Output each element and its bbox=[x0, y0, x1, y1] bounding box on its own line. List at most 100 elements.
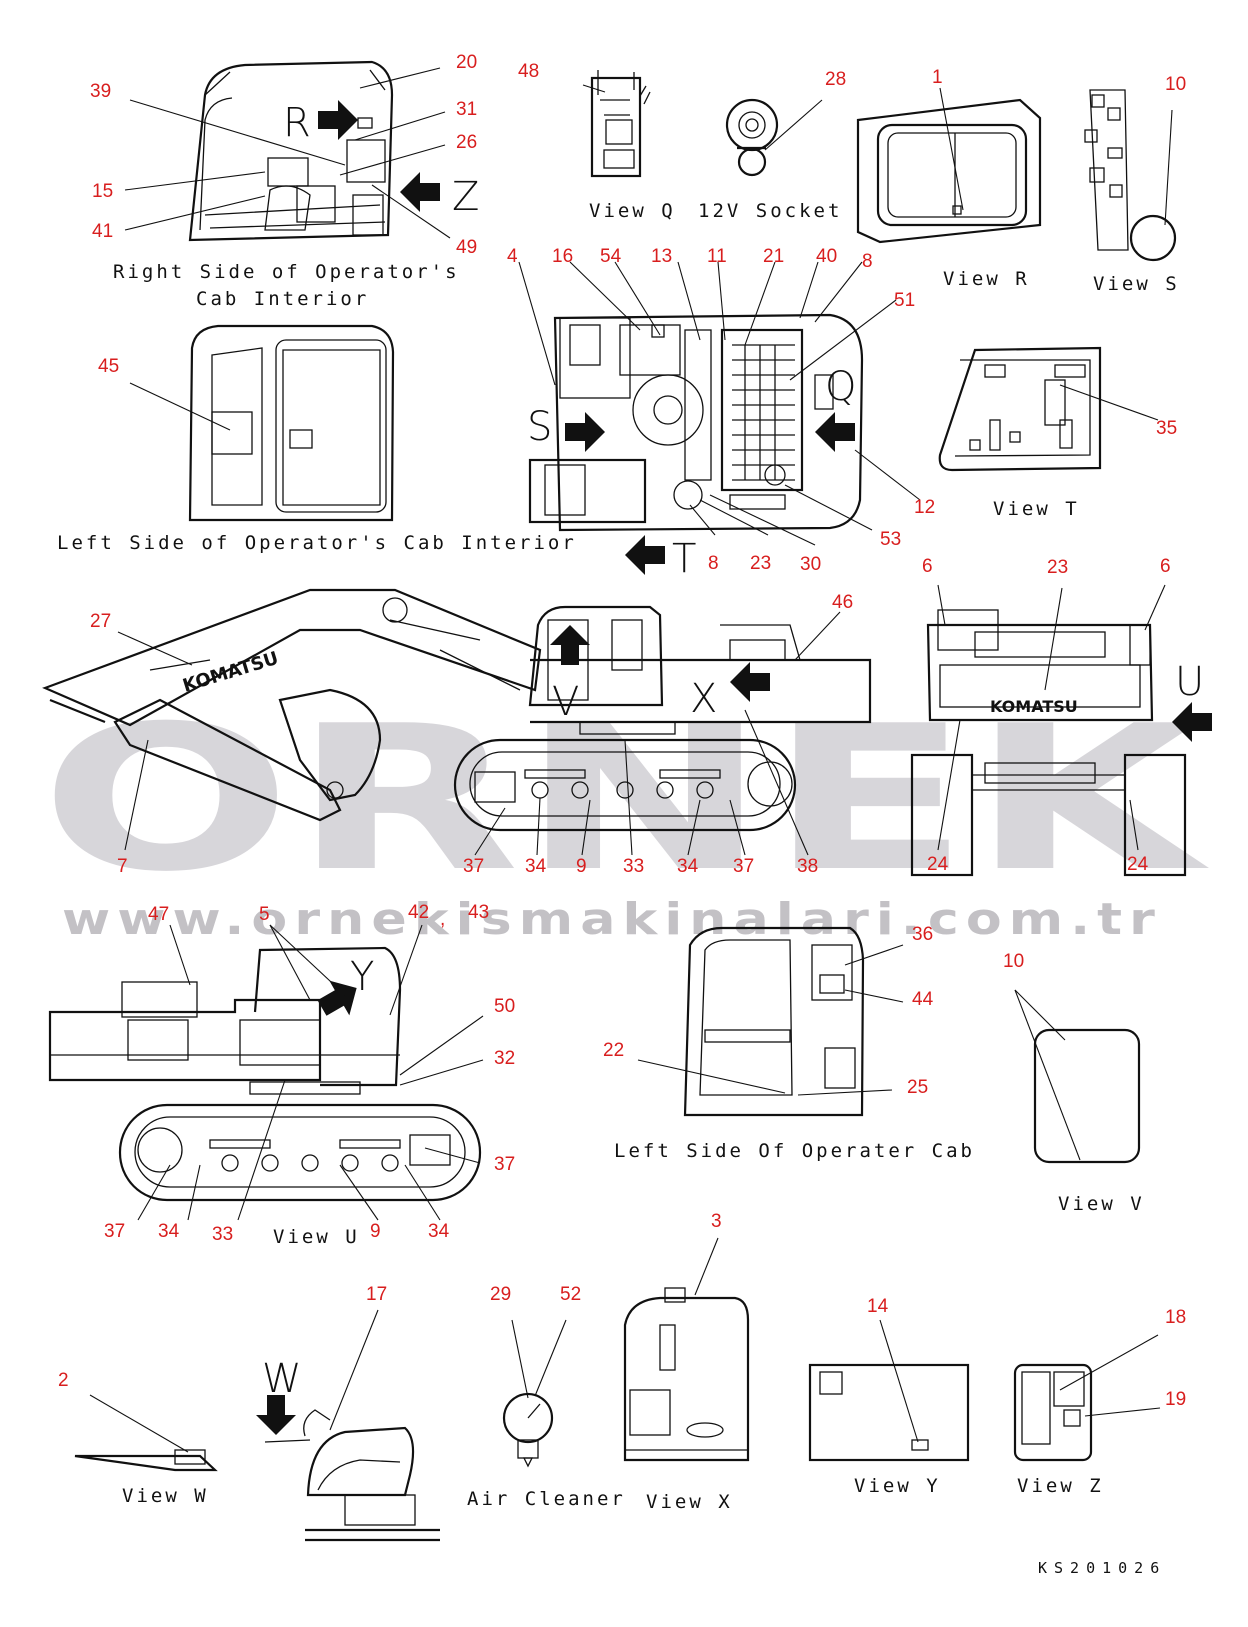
drawing-rear-view bbox=[910, 609, 1187, 877]
callout-4: 4 bbox=[507, 246, 518, 267]
callout-10: 10 bbox=[1165, 74, 1186, 95]
watermark-url: www.ornekismakinalari.com.tr bbox=[62, 894, 1162, 945]
callout-31: 31 bbox=[456, 99, 477, 120]
callout-23a: 23 bbox=[750, 553, 771, 574]
callout-9a: 9 bbox=[576, 856, 587, 877]
drawing-air-cleaner bbox=[502, 1392, 554, 1468]
callout-49: 49 bbox=[456, 237, 477, 258]
callout-17: 17 bbox=[366, 1284, 387, 1305]
caption-view-t: View T bbox=[993, 498, 1080, 520]
arrow-u-icon bbox=[1172, 702, 1212, 742]
callout-23b: 23 bbox=[1047, 557, 1068, 578]
callout-24a: 24 bbox=[927, 854, 949, 875]
caption-12v-socket: 12V Socket bbox=[698, 200, 842, 222]
arrow-t-icon bbox=[625, 535, 665, 575]
callout-20: 20 bbox=[456, 52, 477, 73]
callout-15: 15 bbox=[92, 181, 113, 202]
callout-11: 11 bbox=[707, 246, 727, 267]
drawing-view-v bbox=[1033, 1028, 1141, 1164]
caption-air-cleaner: Air Cleaner bbox=[467, 1488, 626, 1510]
arrow-z-icon bbox=[400, 172, 440, 212]
callout-37a: 37 bbox=[463, 856, 484, 877]
callout-12: 12 bbox=[914, 497, 935, 518]
drawing-left-side-cab bbox=[683, 926, 865, 1117]
arrow-label-s: S bbox=[527, 404, 552, 450]
drawing-view-y bbox=[808, 1363, 970, 1462]
caption-view-u: View U bbox=[273, 1226, 360, 1248]
arrow-label-y: Y bbox=[350, 954, 374, 1000]
callout-35: 35 bbox=[1156, 418, 1177, 439]
drawing-view-z bbox=[1013, 1363, 1093, 1462]
drawing-view-t bbox=[938, 346, 1102, 472]
callout-9b: 9 bbox=[370, 1221, 381, 1242]
callout-41: 41 bbox=[92, 221, 113, 242]
caption-right-cab-line2: Cab Interior bbox=[196, 288, 369, 310]
callout-1: 1 bbox=[932, 67, 943, 88]
drawing-view-q bbox=[590, 70, 651, 178]
arrow-v-icon bbox=[550, 625, 590, 665]
callout-3: 3 bbox=[711, 1211, 722, 1232]
drawing-plan-view bbox=[528, 313, 864, 532]
captions: Right Side of Operator's Cab Interior Le… bbox=[57, 200, 1177, 1513]
callout-33a: 33 bbox=[623, 856, 644, 877]
drawing-view-w bbox=[74, 1409, 440, 1542]
callout-52: 52 bbox=[560, 1284, 581, 1305]
leader-lines bbox=[89, 67, 1173, 1453]
arrow-x-icon bbox=[730, 662, 770, 702]
caption-left-cab-interior: Left Side of Operator's Cab Interior bbox=[57, 532, 577, 554]
callout-22: 22 bbox=[603, 1040, 624, 1061]
caption-view-q: View Q bbox=[589, 200, 676, 222]
callout-48: 48 bbox=[518, 61, 539, 82]
drawing-excavator-side bbox=[42, 588, 872, 832]
callout-18: 18 bbox=[1165, 1307, 1186, 1328]
drawing-12v-socket bbox=[725, 98, 779, 177]
callout-6a: 6 bbox=[922, 556, 933, 577]
arrow-label-u: U bbox=[1175, 659, 1204, 705]
callout-34a: 34 bbox=[525, 856, 547, 877]
arrow-label-r: R bbox=[283, 100, 311, 146]
callout-13: 13 bbox=[651, 246, 672, 267]
arrow-label-x: X bbox=[690, 676, 717, 722]
callout-51: 51 bbox=[894, 290, 915, 311]
callout-14: 14 bbox=[867, 1296, 889, 1317]
callout-53: 53 bbox=[880, 529, 901, 550]
arrow-s-icon bbox=[565, 412, 605, 452]
callout-30: 30 bbox=[800, 554, 821, 575]
callout-21: 21 bbox=[763, 246, 784, 267]
callout-44: 44 bbox=[912, 989, 934, 1010]
caption-view-r: View R bbox=[943, 268, 1030, 290]
drawing-view-x bbox=[623, 1287, 750, 1462]
caption-view-v: View V bbox=[1058, 1193, 1145, 1215]
caption-left-side-cab: Left Side Of Operater Cab bbox=[614, 1140, 975, 1162]
callout-8a: 8 bbox=[862, 251, 873, 272]
arrow-q-icon bbox=[815, 412, 855, 452]
drawing-right-cab-interior bbox=[188, 60, 394, 242]
callout-54: 54 bbox=[600, 246, 622, 267]
callout-46: 46 bbox=[832, 592, 853, 613]
arrow-label-v: V bbox=[552, 679, 579, 725]
callout-10b: 10 bbox=[1003, 951, 1024, 972]
caption-right-cab-line1: Right Side of Operator's bbox=[113, 261, 460, 283]
callout-37c: 37 bbox=[494, 1154, 515, 1175]
arrow-y-icon bbox=[317, 980, 357, 1016]
callout-33b: 33 bbox=[212, 1224, 233, 1245]
drawing-view-s bbox=[1084, 89, 1177, 262]
arrow-label-z: Z bbox=[452, 174, 479, 220]
arrow-label-w: W bbox=[262, 1356, 302, 1402]
callout-50: 50 bbox=[494, 996, 515, 1017]
callout-43: 43 bbox=[468, 902, 489, 923]
arrow-w-icon bbox=[256, 1395, 296, 1435]
drawing-view-r bbox=[856, 98, 1042, 244]
caption-view-z: View Z bbox=[1017, 1475, 1104, 1497]
callout-2: 2 bbox=[58, 1370, 69, 1391]
callout-19: 19 bbox=[1165, 1389, 1186, 1410]
callout-25: 25 bbox=[907, 1077, 928, 1098]
caption-view-x: View X bbox=[646, 1491, 733, 1513]
callout-45: 45 bbox=[98, 356, 119, 377]
callout-37d: 37 bbox=[104, 1221, 125, 1242]
callout-39: 39 bbox=[90, 81, 111, 102]
callout-37b: 37 bbox=[733, 856, 754, 877]
callout-47: 47 bbox=[148, 904, 169, 925]
arrow-r-icon bbox=[318, 100, 358, 140]
